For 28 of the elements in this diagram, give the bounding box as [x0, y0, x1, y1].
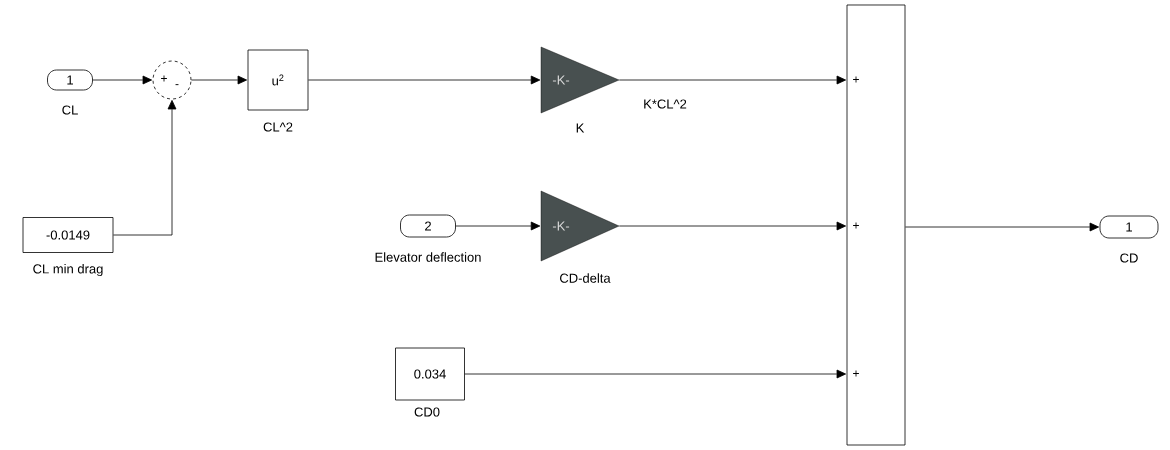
signal-arrow: [113, 99, 177, 236]
signal-label: K*CL^2: [642, 98, 688, 110]
signal-arrow: [905, 222, 1100, 232]
signal-arrow: [455, 221, 541, 231]
signal-arrow: [191, 75, 248, 85]
block-name: K: [576, 123, 585, 133]
block-name: CD0: [414, 407, 440, 417]
sum-block: + + +: [846, 4, 906, 446]
gain-block: -K-: [540, 190, 620, 262]
port-block: 1: [47, 69, 93, 91]
block-name: Elevator deflection: [375, 252, 481, 262]
block-name: CL^2: [263, 122, 293, 132]
signal-arrow: [618, 221, 847, 231]
block-name: CD: [1120, 253, 1138, 263]
block-name: CL min drag: [33, 263, 103, 277]
gain-block: -K-: [540, 46, 620, 114]
block: -0.0149: [22, 217, 114, 253]
block-name: CD-delta: [560, 273, 611, 283]
signal-arrow: [464, 369, 847, 379]
signal-arrow: [618, 75, 847, 85]
port-block: 1: [1099, 215, 1159, 239]
block: 0.034: [395, 347, 465, 401]
sum-block: + -: [152, 60, 192, 100]
block: u$^{2}$: [247, 49, 309, 111]
block-name: CL: [62, 105, 78, 115]
signal-arrow: [308, 75, 541, 85]
port-block: 2: [400, 214, 456, 238]
signal-arrow: [92, 75, 153, 85]
